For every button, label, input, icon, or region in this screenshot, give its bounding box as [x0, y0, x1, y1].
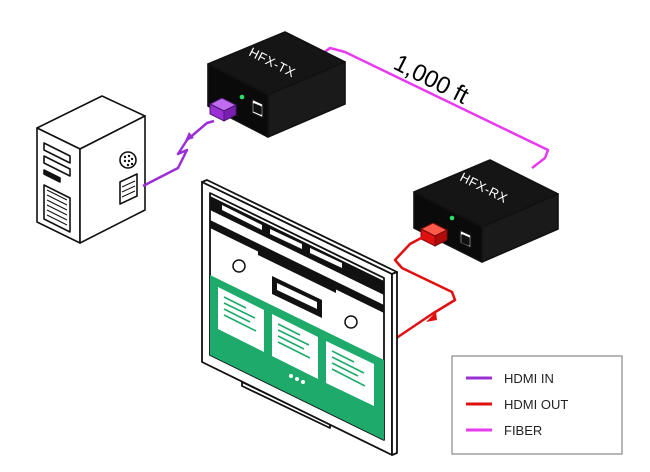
legend-label-fiber: FIBER [504, 423, 542, 438]
hdmi-out-arrow [426, 312, 437, 322]
hdmi-out-connector [419, 222, 449, 247]
receiver-led [449, 215, 455, 221]
screen-content [210, 196, 384, 440]
hdmi-in-connector [208, 97, 238, 122]
legend-label-hdmi-out: HDMI OUT [504, 397, 568, 412]
pc-tower [36, 95, 146, 244]
distance-label: 1,000 ft [389, 49, 473, 110]
receiver-box [413, 159, 559, 263]
transmitter-led [239, 94, 245, 100]
transmitter-box [207, 31, 346, 138]
fiber-cable [317, 46, 550, 169]
legend: HDMI IN HDMI OUT FIBER [451, 355, 623, 455]
hdmi-in-arrow [185, 132, 194, 141]
hdmi-out-cable [388, 235, 457, 345]
legend-label-hdmi-in: HDMI IN [504, 371, 554, 386]
hdmi-in-cable [142, 119, 215, 188]
